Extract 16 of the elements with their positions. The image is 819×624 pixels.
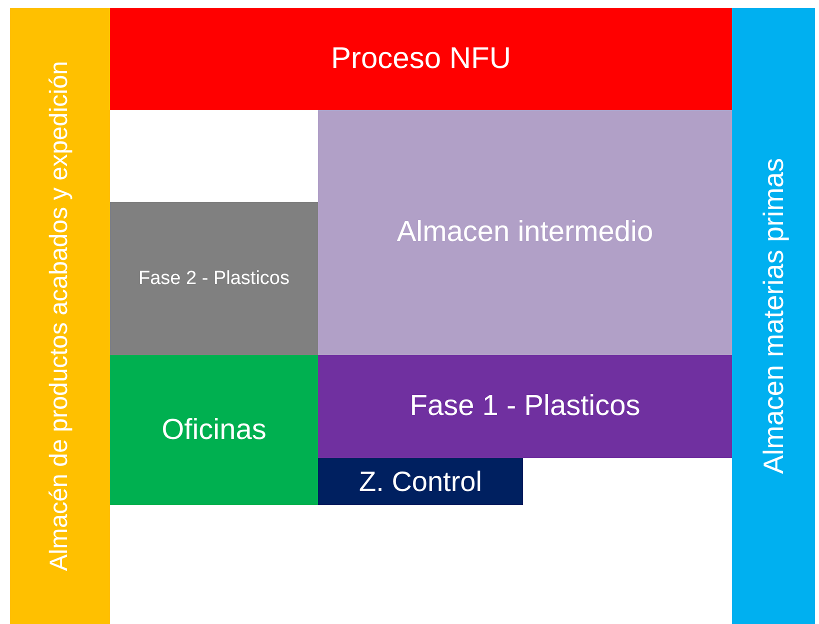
- storage-area: [318, 110, 732, 355]
- area-label: Proceso NFU: [330, 41, 512, 78]
- storage-band: [10, 8, 110, 624]
- area-label: Almacen materias primas: [757, 158, 790, 474]
- area-label: Z. Control: [358, 465, 483, 499]
- area-label: Fase 2 - Plasticos: [138, 266, 290, 290]
- storage-band: [732, 8, 815, 624]
- area-label: Almacén de productos acabados y expedición: [44, 60, 74, 572]
- area-label: Almacen intermedio: [396, 215, 654, 250]
- area-label: Fase 1 - Plasticos: [408, 389, 642, 424]
- office-area: [110, 355, 318, 505]
- area-label: Oficinas: [160, 412, 268, 448]
- process-area: [110, 202, 318, 355]
- process-area: [318, 355, 732, 458]
- process-area: [110, 8, 732, 110]
- control-area: [318, 458, 523, 505]
